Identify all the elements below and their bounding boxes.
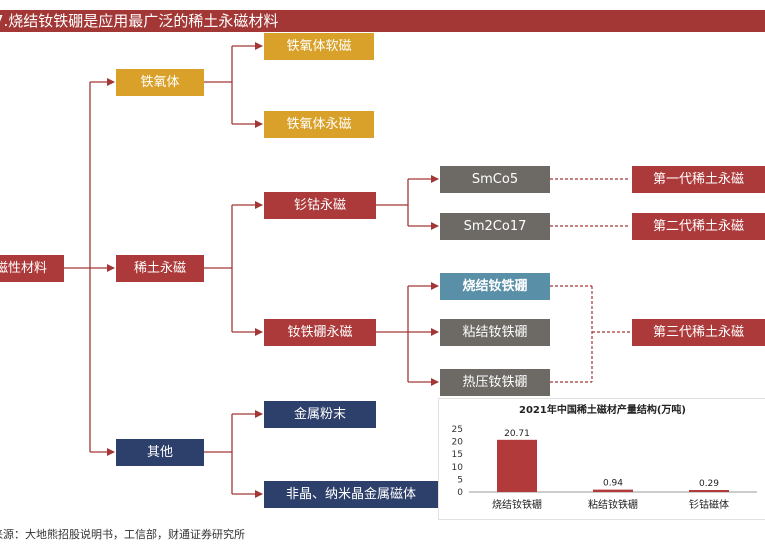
node-third-generation: 第三代稀土永磁 [632,319,765,346]
y-tick-label: 25 [452,425,463,435]
node-bonded-ndfeb: 粘结钕铁硼 [440,319,550,346]
bar-data-label: 20.71 [504,429,530,439]
y-tick-label: 15 [452,450,463,460]
node-first-generation: 第一代稀土永磁 [632,166,765,193]
node-smco-permanent: 钐钴永磁 [264,192,376,219]
node-sintered-ndfeb: 烧结钕铁硼 [440,273,550,300]
y-tick-label: 5 [457,475,463,485]
node-others: 其他 [116,439,204,466]
node-hot-pressed-ndfeb: 热压钕铁硼 [440,369,550,396]
y-tick-label: 0 [457,488,463,498]
node-rare-earth-permanent: 稀土永磁 [116,255,204,282]
y-tick-label: 10 [452,463,464,473]
node-smco5: SmCo5 [440,166,550,193]
node-ferrite: 铁氧体 [116,69,204,96]
x-tick-label: 烧结钕铁硼 [492,498,542,511]
node-sm2co17: Sm2Co17 [440,213,550,240]
source-note: 来源：大地熊招股说明书，工信部，财通证券研究所 [0,528,245,541]
node-amorphous-nanocrystalline: 非晶、纳米晶金属磁体 [264,481,438,508]
y-tick-label: 20 [452,438,464,448]
node-ndfeb-permanent: 钕铁硼永磁 [264,319,376,346]
bar-data-label: 0.94 [603,479,623,489]
figure-title: 7.烧结钕铁硼是应用最广泛的稀土永磁材料 [0,10,765,32]
x-tick-label: 粘结钕铁硼 [588,498,638,511]
bar [689,490,729,492]
node-metal-powder: 金属粉末 [264,401,376,428]
production-structure-chart: 2021年中国稀土磁材产量结构(万吨) 25 20 15 10 5 0 20.71 烧结钕铁硼 0… [438,398,765,520]
bar-data-label: 0.29 [699,479,719,489]
chart-svg: 2021年中国稀土磁材产量结构(万吨) 25 20 15 10 5 0 20.71 烧结钕铁硼 0… [452,403,757,511]
chart-title: 2021年中国稀土磁材产量结构(万吨) [519,403,686,416]
bar [593,489,633,492]
node-ferrite-permanent: 铁氧体永磁 [264,111,374,138]
node-second-generation: 第二代稀土永磁 [632,213,765,240]
x-tick-label: 钐钴磁体 [689,498,729,511]
bar [497,439,537,492]
node-magnetic-materials: 磁性材料 [0,255,64,282]
node-ferrite-soft: 铁氧体软磁 [264,33,374,60]
